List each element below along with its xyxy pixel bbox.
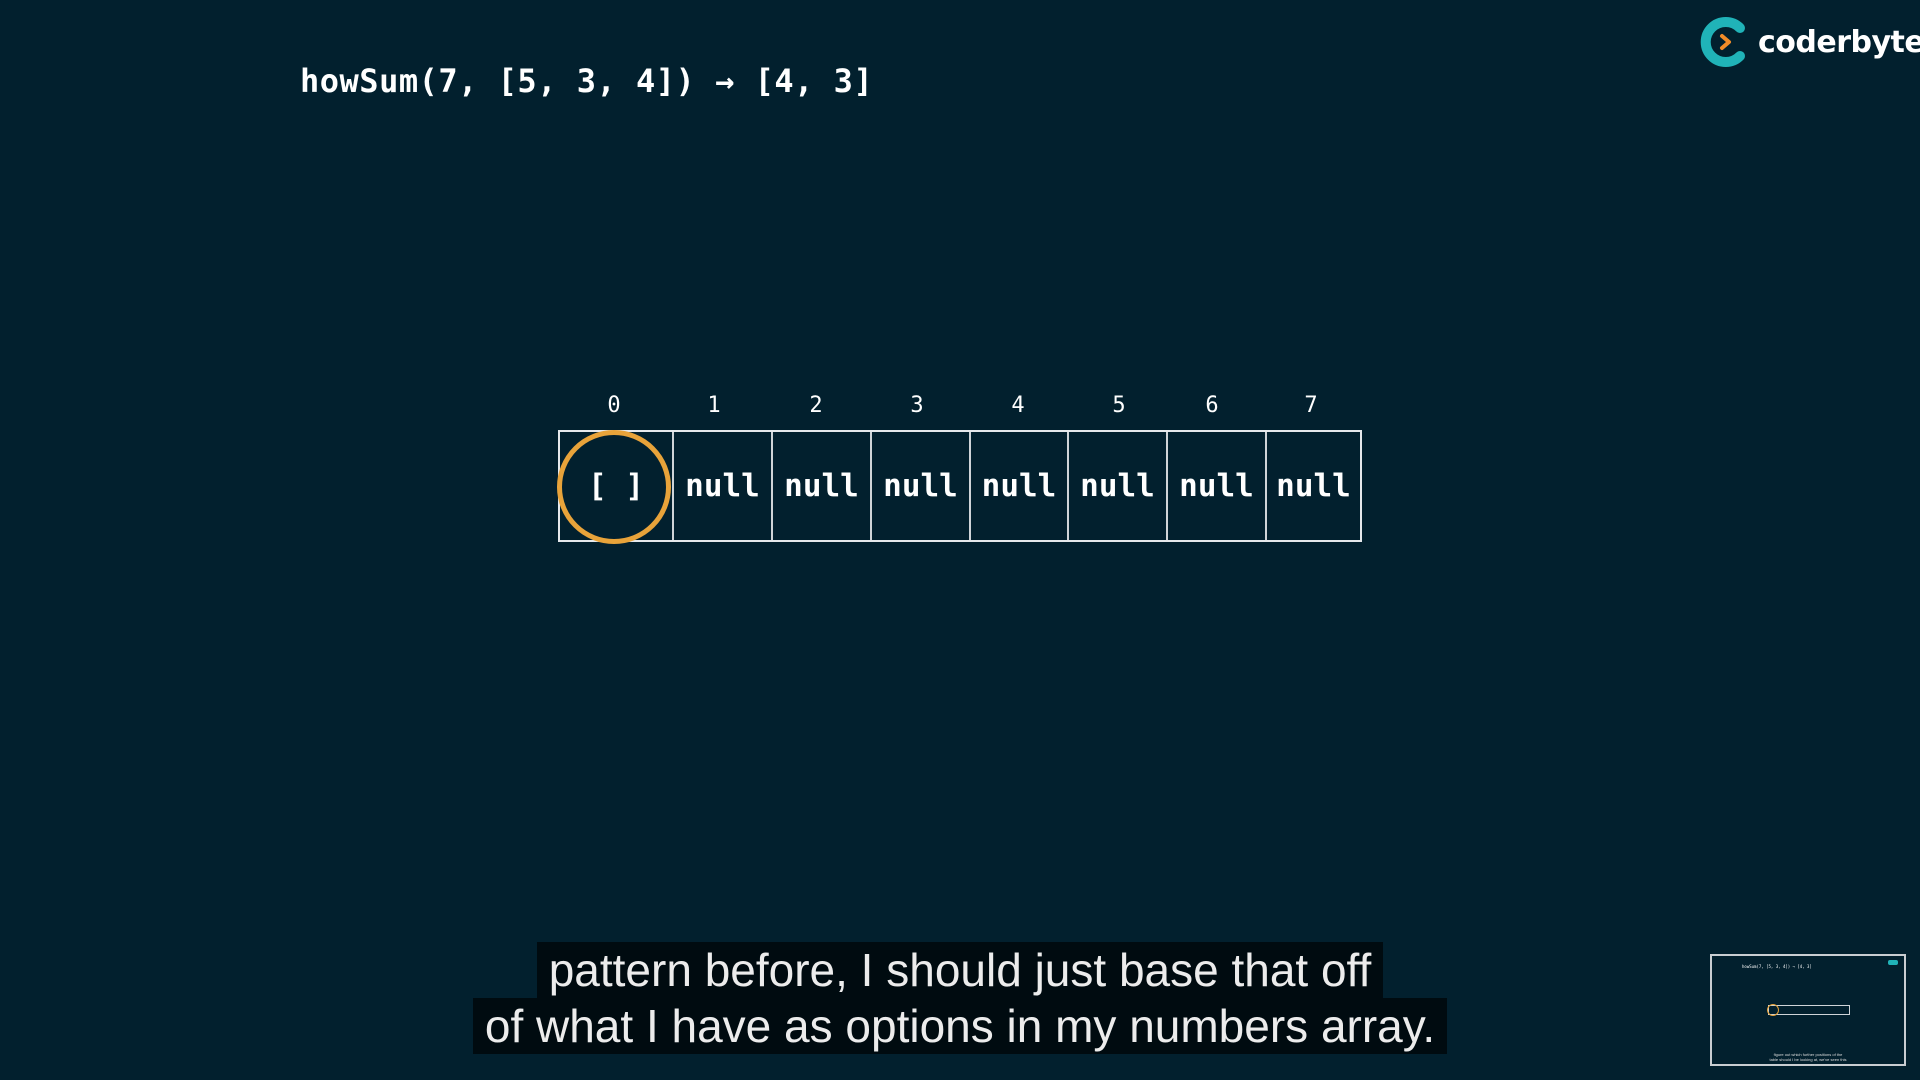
thumbnail-logo-icon	[1888, 960, 1898, 965]
brand-name: coderbyte	[1758, 24, 1920, 60]
dp-table: [ ] null null null null null null null	[558, 430, 1362, 542]
table-cell: null	[672, 432, 771, 540]
video-thumbnail-preview[interactable]: howSum(7, [5, 3, 4]) → [4, 3] figure out…	[1710, 954, 1906, 1066]
index-label: 6	[1205, 393, 1219, 418]
table-cell: null	[1166, 432, 1265, 540]
table-cell: null	[1265, 432, 1360, 540]
index-label: 0	[607, 393, 621, 418]
index-label: 2	[809, 393, 823, 418]
subtitle-captions: pattern before, I should just base that …	[0, 942, 1920, 1054]
highlight-circle	[557, 430, 671, 544]
index-label: 4	[1011, 393, 1025, 418]
thumbnail-expression: howSum(7, [5, 3, 4]) → [4, 3]	[1742, 964, 1812, 969]
coderbyte-logo-icon	[1700, 17, 1745, 67]
table-cell: null	[1067, 432, 1166, 540]
thumbnail-table	[1768, 1005, 1850, 1015]
index-label: 5	[1112, 393, 1126, 418]
index-label: 7	[1304, 393, 1318, 418]
caption-line: of what I have as options in my numbers …	[472, 998, 1448, 1054]
thumbnail-caption-line: figure out which further positions of th…	[1773, 1052, 1843, 1057]
expression-title: howSum(7, [5, 3, 4]) → [4, 3]	[300, 62, 874, 100]
thumbnail-caption-line: table should I be looking at, we've seen…	[1769, 1057, 1847, 1062]
table-cell: null	[969, 432, 1067, 540]
thumbnail-captions: figure out which further positions of th…	[1712, 1052, 1904, 1062]
table-cell: null	[771, 432, 870, 540]
index-label: 1	[707, 393, 721, 418]
index-label: 3	[910, 393, 924, 418]
coderbyte-logo: coderbyte	[1700, 14, 1920, 70]
table-cell: null	[870, 432, 969, 540]
caption-line: pattern before, I should just base that …	[536, 942, 1384, 998]
thumbnail-highlight-circle	[1767, 1004, 1779, 1016]
